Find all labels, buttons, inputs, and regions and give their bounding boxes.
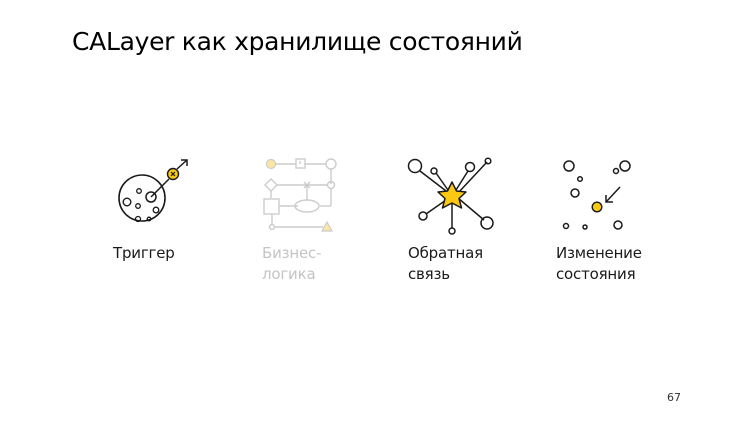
feedback-icon	[407, 157, 494, 235]
item-business-logic: Бизнес- логика	[260, 156, 400, 283]
item-state-change: Изменение состояния	[554, 156, 694, 283]
business-logic-icon	[263, 158, 337, 232]
item-label: Бизнес- логика	[262, 244, 322, 283]
page-title: CALayer как хранилище состояний	[72, 27, 523, 56]
state-change-icon	[562, 160, 631, 230]
item-label: Обратная связь	[408, 244, 483, 283]
trigger-icon	[118, 159, 188, 223]
item-feedback: Обратная связь	[406, 156, 546, 283]
item-label: Изменение состояния	[556, 244, 642, 283]
item-trigger: Триггер	[111, 156, 251, 262]
page-number: 67	[667, 391, 681, 404]
item-label: Триггер	[113, 244, 175, 262]
